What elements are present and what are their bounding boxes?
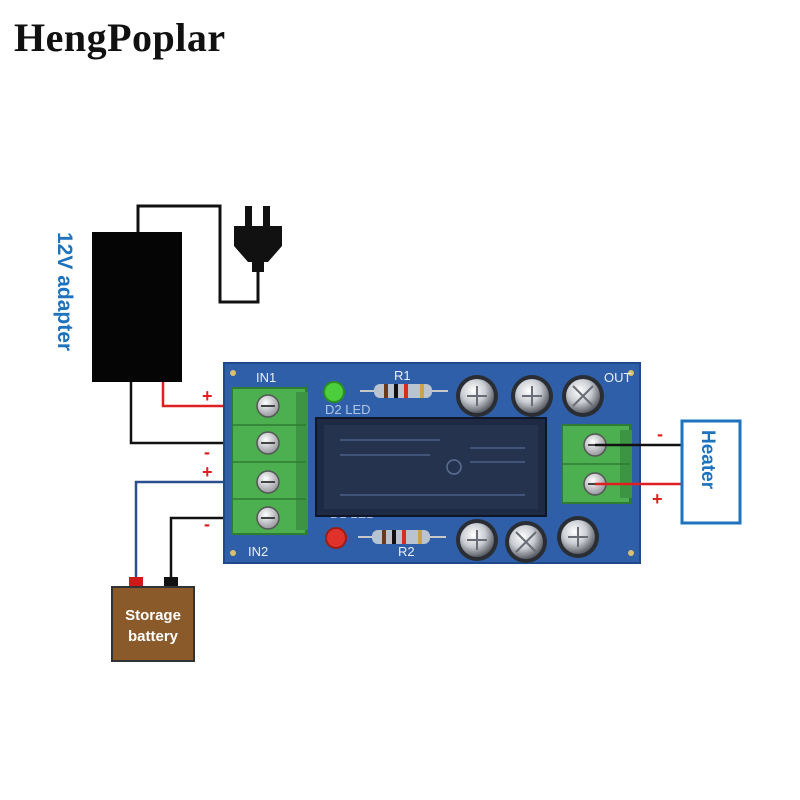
resistor-r2: [358, 530, 446, 544]
r1-label: R1: [394, 368, 411, 383]
in2-label: IN2: [248, 544, 268, 559]
resistor-r1: [360, 384, 448, 398]
adapter-plus-sign: +: [202, 386, 213, 406]
battery-label-line2: battery: [128, 628, 179, 645]
relay: [315, 417, 547, 517]
terminal-screw: [256, 470, 280, 494]
capacitor: [511, 375, 553, 417]
heater-label: Heater: [697, 430, 718, 490]
battery-minus-sign: -: [204, 514, 210, 534]
heater-plus-sign: +: [652, 489, 663, 509]
adapter-minus-sign: -: [204, 442, 210, 462]
battery-negative-post: [164, 577, 178, 587]
green-led: [323, 381, 345, 403]
battery-body: [111, 586, 195, 662]
capacitor: [562, 375, 604, 417]
terminal-screw: [256, 506, 280, 530]
adapter-cord: [136, 204, 260, 304]
capacitor: [456, 519, 498, 561]
capacitor: [557, 516, 599, 558]
adapter-body: [92, 232, 182, 382]
capacitor: [505, 521, 547, 563]
adapter-negative-wire: [129, 382, 268, 445]
terminal-screw: [256, 394, 280, 418]
red-led: [325, 527, 347, 549]
plug-icon: [234, 206, 282, 272]
capacitor: [456, 375, 498, 417]
r2-label: R2: [398, 544, 415, 559]
out-label: OUT: [604, 370, 632, 385]
in1-label: IN1: [256, 370, 276, 385]
output-terminal-block: [561, 424, 632, 504]
battery-positive-post: [129, 577, 143, 587]
relay-board: IN1 IN2 OUT R1 R2 D2 LED D1 LED: [223, 362, 641, 564]
brand-title: HengPoplar: [14, 15, 226, 60]
led1-label: D2 LED: [325, 402, 371, 417]
battery-plus-sign: +: [202, 462, 213, 482]
heater-minus-sign: -: [657, 424, 663, 444]
adapter-label: 12V adapter: [53, 232, 76, 351]
heater-box: [680, 419, 742, 525]
input-terminal-block: [231, 387, 308, 535]
terminal-screw: [256, 431, 280, 455]
battery-label-line1: Storage: [125, 607, 181, 624]
